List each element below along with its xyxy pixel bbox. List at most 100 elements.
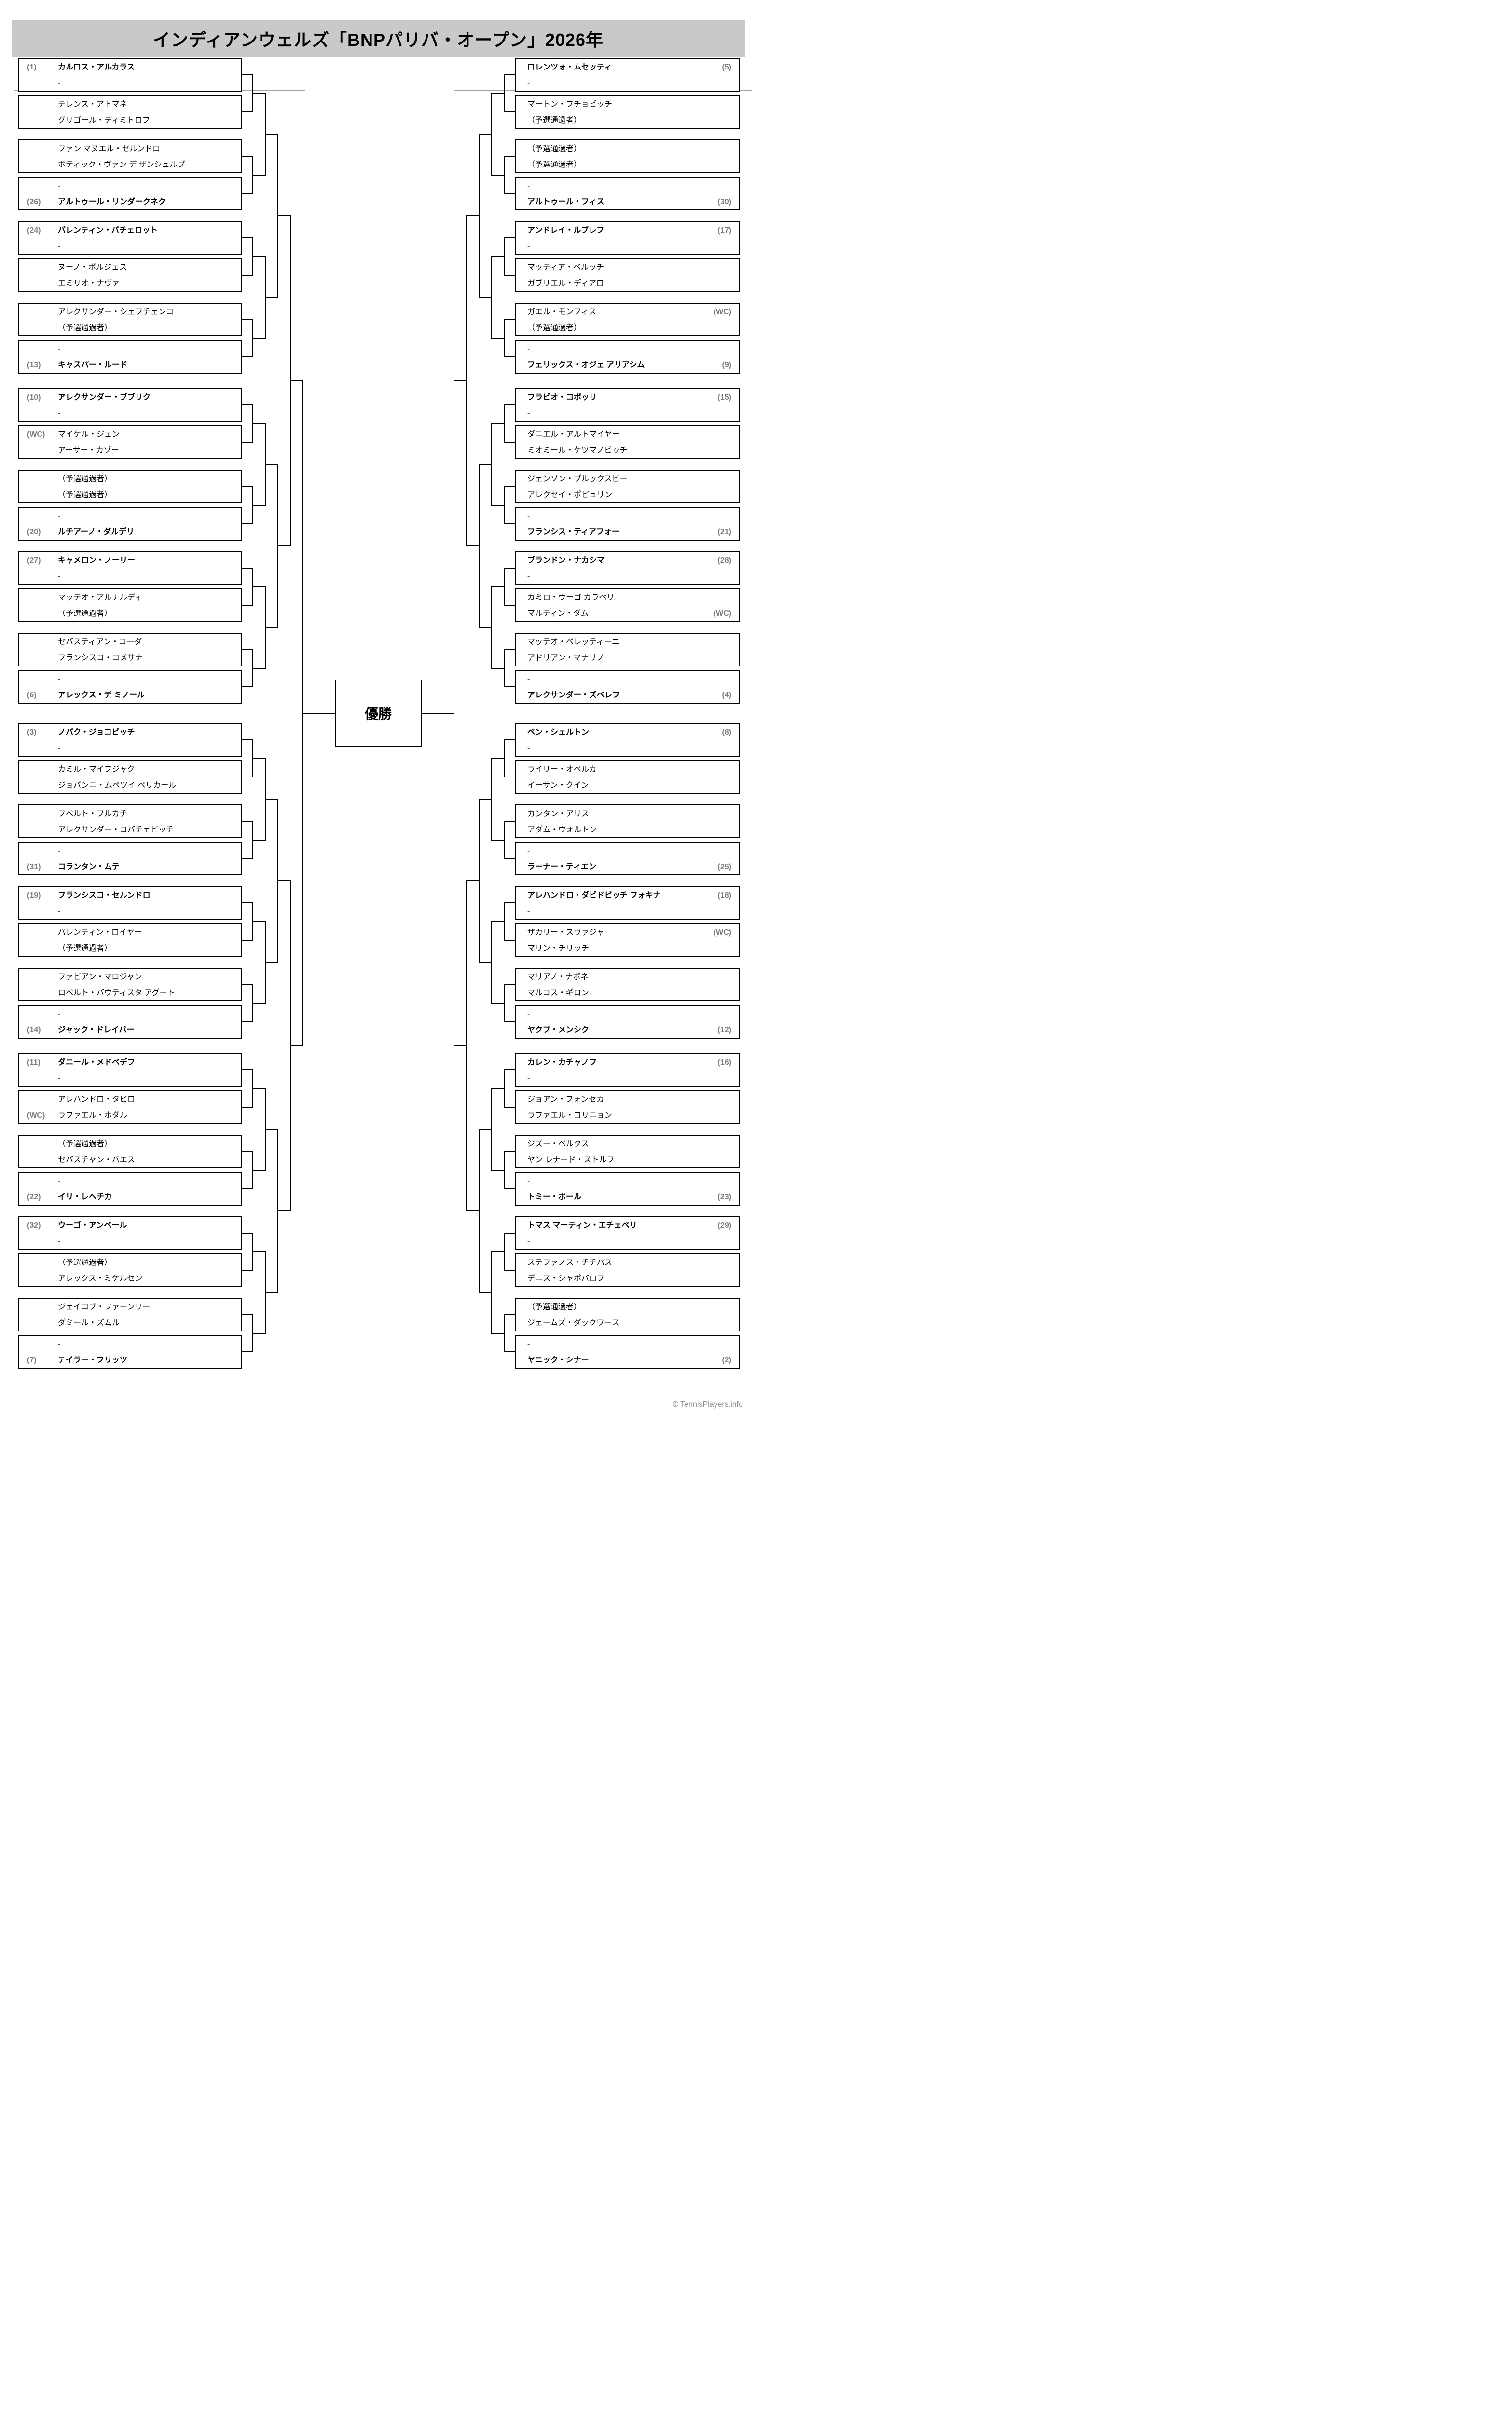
player-name: ジャック・ドレイパー	[58, 1026, 135, 1034]
player-name: フベルト・フルカチ	[58, 810, 127, 818]
bracket-line	[492, 174, 504, 176]
player-name: ロベルト・バウティスタ アグート	[58, 989, 175, 997]
player-name: フェリックス・オジェ アリアシム	[527, 361, 645, 369]
champion-box: 優勝	[335, 680, 422, 747]
player-row: （予選通過者）	[19, 1256, 241, 1270]
player-name: -	[527, 512, 530, 520]
player-name: -	[58, 79, 61, 87]
match-box-left-14: マッテオ・アルナルディ（予選通過者）	[18, 588, 242, 622]
player-name: ライリー・オペルカ	[527, 765, 597, 774]
match-box-right-22: (WC)ザカリー・スヴァジャマリン・チリッチ	[515, 923, 740, 957]
match-box-left-25: (11)ダニール・メドベデフ-	[18, 1053, 242, 1087]
bracket-line	[504, 237, 505, 276]
bracket-line	[504, 193, 515, 194]
player-name: カミル・マイフジャク	[58, 765, 135, 774]
bracket-line	[479, 464, 480, 628]
player-name: セバスティアン・コーダ	[58, 638, 142, 646]
player-row: マートン・フチョビッチ	[516, 98, 739, 111]
player-name: -	[58, 907, 61, 915]
player-row: (8)ベン・シェルトン	[516, 726, 739, 739]
player-name: ブランドン・ナカシマ	[527, 556, 605, 565]
player-name: アレクサンダー・コバチェビッチ	[58, 826, 174, 834]
seed-label: (WC)	[713, 308, 731, 316]
player-name: -	[527, 847, 530, 855]
player-name: （予選通過者）	[527, 116, 582, 125]
player-row: (15)フラビオ・コボッリ	[516, 391, 739, 404]
seed-label: (25)	[717, 863, 731, 871]
player-name: -	[527, 1340, 530, 1348]
player-name: ラーナー・ティエン	[527, 863, 597, 871]
bracket-line	[504, 74, 515, 75]
player-name: イーサン・クイン	[527, 781, 589, 790]
match-box-right-19: カンタン・アリスアダム・ウォルトン	[515, 804, 740, 838]
seed-label: (7)	[27, 1356, 37, 1364]
player-row: (24)バレンティン・バチェロット	[19, 224, 241, 237]
match-box-left-1: (1)カルロス・アルカラス-	[18, 58, 242, 92]
player-row: -	[19, 1235, 241, 1248]
seed-label: (20)	[27, 528, 41, 536]
bracket-line	[491, 1251, 492, 1334]
bracket-line	[242, 605, 253, 606]
match-box-right-12: -(21)フランシス・ティアフォー	[515, 507, 740, 541]
player-name: ダニール・メドベデフ	[58, 1058, 136, 1067]
player-row: (26)アルトゥール・リンダークネク	[19, 195, 241, 209]
player-name: テイラー・フリッツ	[58, 1356, 128, 1364]
player-row: -	[19, 240, 241, 253]
player-row: -	[516, 905, 739, 918]
player-row: (2)ヤニック・シナー	[516, 1354, 739, 1367]
seed-label: (26)	[27, 198, 41, 206]
player-row: (27)キャメロン・ノーリー	[19, 554, 241, 568]
player-name: -	[58, 512, 61, 520]
player-name: ジェイコブ・ファーンリー	[58, 1303, 151, 1311]
player-name: -	[527, 907, 530, 915]
match-box-right-27: ジズー・ベルクスヤン レナード・ストルフ	[515, 1135, 740, 1168]
match-box-right-8: -(9)フェリックス・オジェ アリアシム	[515, 340, 740, 374]
bracket-line	[479, 1292, 492, 1293]
bracket-line	[492, 93, 504, 94]
player-name: グリゴール・ディミトロフ	[58, 116, 150, 125]
player-row: グリゴール・ディミトロフ	[19, 114, 241, 127]
player-row: ジョバンニ・ムペツイ ペリカール	[19, 779, 241, 792]
bracket-line	[242, 1233, 253, 1234]
player-row: （予選通過者）	[516, 114, 739, 127]
bracket-line	[492, 256, 504, 257]
player-row: ファン マヌエル・セルンドロ	[19, 142, 241, 156]
player-name: デニス・シャポバロフ	[527, 1275, 605, 1283]
player-name: ノバク・ジョコビッチ	[58, 728, 135, 736]
player-name: マッティア・ベルッチ	[527, 263, 605, 272]
player-name: -	[527, 1177, 530, 1185]
bracket-line	[504, 486, 505, 524]
bracket-line	[504, 649, 515, 650]
player-name: -	[58, 1177, 61, 1185]
match-box-right-16: -(4)アレクサンダー・ズベレフ	[515, 670, 740, 704]
player-name: マルコス・ギロン	[527, 989, 589, 997]
player-row: カンタン・アリス	[516, 807, 739, 821]
player-name: エミリオ・ナヴァ	[58, 279, 120, 288]
player-row: （予選通過者）	[516, 158, 739, 172]
player-row: -	[19, 673, 241, 686]
player-name: -	[527, 572, 530, 581]
bracket-line	[504, 1351, 515, 1352]
bracket-line	[242, 523, 253, 524]
player-name: カミロ・ウーゴ カラベリ	[527, 594, 615, 602]
player-name: キャスパー・ルード	[58, 361, 128, 369]
match-box-left-6: ヌーノ・ボルジェスエミリオ・ナヴァ	[18, 258, 242, 292]
player-name: （予選通過者）	[58, 324, 112, 332]
player-row: (22)イリ・レヘチカ	[19, 1191, 241, 1204]
player-name: （予選通過者）	[58, 944, 112, 953]
player-name: -	[58, 1340, 61, 1348]
player-row: アダム・ウォルトン	[516, 823, 739, 837]
player-name: -	[527, 79, 530, 87]
bracket-line	[454, 380, 467, 381]
bracket-line	[491, 423, 492, 506]
player-row: -	[19, 1008, 241, 1021]
player-row: セバスティアン・コーダ	[19, 636, 241, 649]
player-name: バレンティン・バチェロット	[58, 226, 158, 235]
bracket-line	[504, 275, 515, 276]
player-row: (23)トミー・ポール	[516, 1191, 739, 1204]
bracket-line	[242, 356, 253, 357]
seed-label: (27)	[27, 556, 41, 565]
player-row: -	[19, 343, 241, 356]
player-name: -	[58, 1074, 61, 1082]
match-box-right-10: ダニエル・アルトマイヤーミオミール・ケツマノビッチ	[515, 425, 740, 459]
